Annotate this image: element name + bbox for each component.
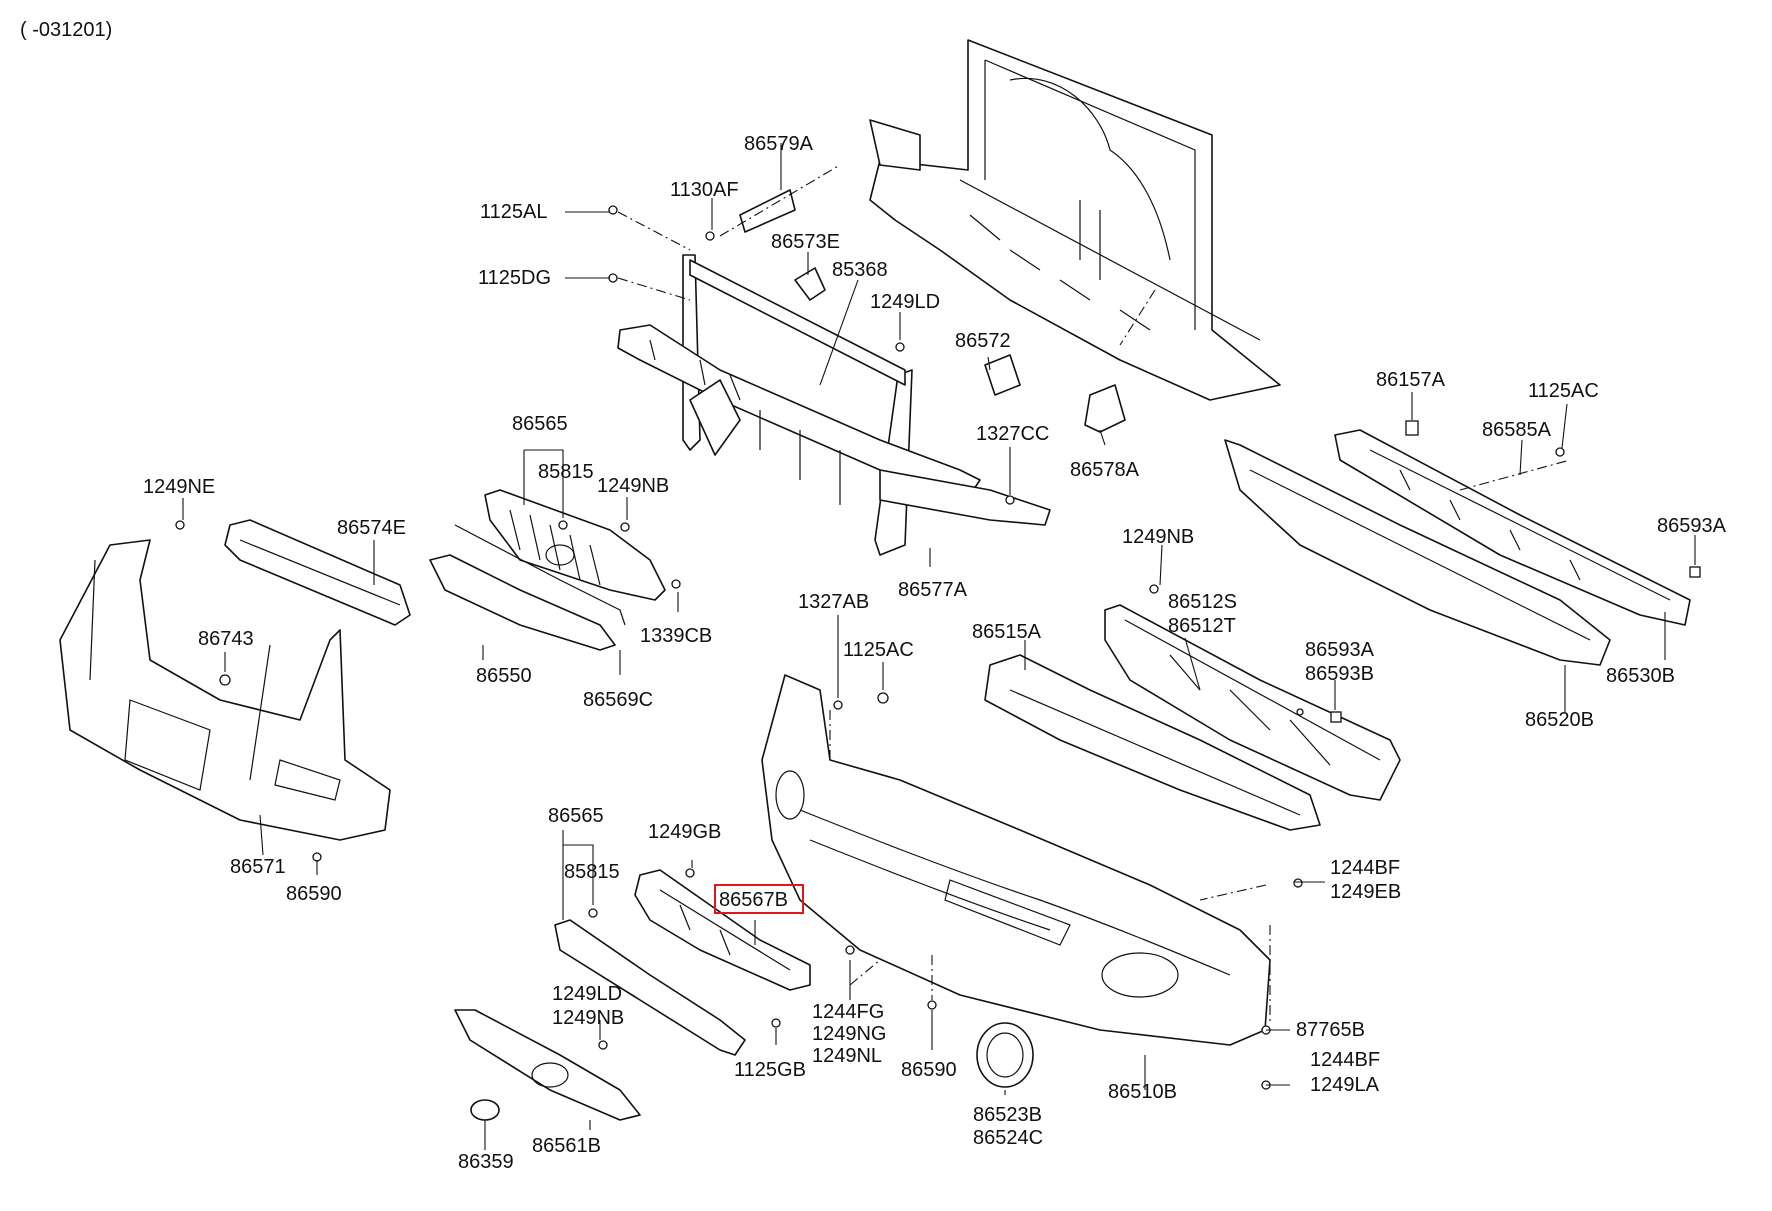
label-1244BF-bottom[interactable]: 1244BF (1310, 1049, 1380, 1071)
label-86593B[interactable]: 86593B (1305, 663, 1374, 685)
strip-85815 (554, 919, 746, 1056)
label-85815-top[interactable]: 85815 (538, 461, 594, 483)
label-1249GB[interactable]: 1249GB (648, 821, 721, 843)
label-86530B[interactable]: 86530B (1606, 665, 1675, 687)
label-1125GB[interactable]: 1125GB (734, 1059, 806, 1081)
upper-grille-86565 (484, 489, 666, 601)
lower-grille-86512S (1104, 604, 1401, 801)
part-labels: 86579A 1130AF 1125AL 86573E 85368 1125DG… (143, 133, 1727, 1173)
front-bumper-cover-86510B (761, 674, 1271, 1046)
guard-bar-86571 (59, 539, 391, 841)
bumper-bracket-frame (617, 254, 1051, 556)
label-1327CC[interactable]: 1327CC (976, 423, 1049, 445)
label-1244FG[interactable]: 1244FG (812, 1001, 884, 1023)
assembly-lines (617, 164, 1571, 1025)
label-86550[interactable]: 86550 (476, 665, 532, 687)
label-86520B[interactable]: 86520B (1525, 709, 1594, 731)
label-86567B[interactable]: 86567B (719, 889, 788, 911)
energy-absorber-86530B (1334, 429, 1691, 626)
label-86572[interactable]: 86572 (955, 330, 1011, 352)
absorber-86520B (1224, 439, 1611, 666)
diagram-code: ( -031201) (20, 19, 112, 41)
label-1125AC-mid[interactable]: 1125AC (843, 639, 914, 661)
fog-lamp-cover-86523B (976, 1022, 1034, 1088)
highlight-box-86567B (714, 884, 804, 914)
emblem-86359 (470, 1099, 500, 1121)
top-cover-86574E (224, 519, 411, 626)
label-1249NB-bottom[interactable]: 1249NB (552, 1007, 624, 1029)
label-86565-top[interactable]: 86565 (512, 413, 568, 435)
label-86510B[interactable]: 86510B (1108, 1081, 1177, 1103)
label-86512S[interactable]: 86512S (1168, 591, 1237, 613)
label-86512T[interactable]: 86512T (1168, 615, 1236, 637)
radiator-support-panel (869, 39, 1281, 401)
label-1249LD-bottom[interactable]: 1249LD (552, 983, 622, 1005)
label-1249NB-mid[interactable]: 1249NB (597, 475, 669, 497)
label-86561B[interactable]: 86561B (532, 1135, 601, 1157)
label-1249LD-top[interactable]: 1249LD (870, 291, 940, 313)
leader-lines (182, 143, 1696, 1150)
lower-cover-86515A (984, 654, 1321, 831)
fastener-bolts (175, 205, 1701, 1090)
label-86565-bottom[interactable]: 86565 (548, 805, 604, 827)
label-1249LA[interactable]: 1249LA (1310, 1074, 1380, 1096)
label-86571[interactable]: 86571 (230, 856, 286, 878)
label-85368[interactable]: 85368 (832, 259, 888, 281)
label-86574E[interactable]: 86574E (337, 517, 406, 539)
label-1249NE[interactable]: 1249NE (143, 476, 215, 498)
label-86579A[interactable]: 86579A (744, 133, 814, 155)
clip-86572 (984, 354, 1021, 396)
label-1327AB[interactable]: 1327AB (798, 591, 869, 613)
label-86743[interactable]: 86743 (198, 628, 254, 650)
bracket-86579A (739, 189, 796, 233)
label-1249NB-right[interactable]: 1249NB (1122, 526, 1194, 548)
label-86523B[interactable]: 86523B (973, 1104, 1042, 1126)
label-86524C[interactable]: 86524C (973, 1127, 1043, 1149)
label-1244BF-top[interactable]: 1244BF (1330, 857, 1400, 879)
label-1249NG[interactable]: 1249NG (812, 1023, 887, 1045)
grille-bracket-86567B (634, 869, 811, 991)
label-86590-mid[interactable]: 86590 (901, 1059, 957, 1081)
label-86515A[interactable]: 86515A (972, 621, 1042, 643)
label-86157A[interactable]: 86157A (1376, 369, 1446, 391)
label-1339CB[interactable]: 1339CB (640, 625, 712, 647)
lower-grille-86561B (454, 1009, 641, 1121)
label-86593A-mid[interactable]: 86593A (1305, 639, 1375, 661)
clip-86573E (794, 267, 826, 301)
label-86578A[interactable]: 86578A (1070, 459, 1140, 481)
bracket-86578A (1084, 384, 1126, 433)
label-86569C[interactable]: 86569C (583, 689, 653, 711)
grille-molding-86550 (429, 524, 626, 651)
label-86590-left[interactable]: 86590 (286, 883, 342, 905)
label-1125DG[interactable]: 1125DG (478, 267, 551, 289)
label-86573E[interactable]: 86573E (771, 231, 840, 253)
label-1249EB[interactable]: 1249EB (1330, 881, 1401, 903)
label-86593A-right[interactable]: 86593A (1657, 515, 1727, 537)
label-1130AF[interactable]: 1130AF (670, 179, 739, 201)
label-86359[interactable]: 86359 (458, 1151, 514, 1173)
label-85815-bottom[interactable]: 85815 (564, 861, 620, 883)
label-1249NL[interactable]: 1249NL (812, 1045, 882, 1067)
label-86577A[interactable]: 86577A (898, 579, 968, 601)
label-87765B[interactable]: 87765B (1296, 1019, 1365, 1041)
label-1125AC-top[interactable]: 1125AC (1528, 380, 1599, 402)
label-86585A[interactable]: 86585A (1482, 419, 1552, 441)
label-1125AL[interactable]: 1125AL (480, 201, 547, 223)
